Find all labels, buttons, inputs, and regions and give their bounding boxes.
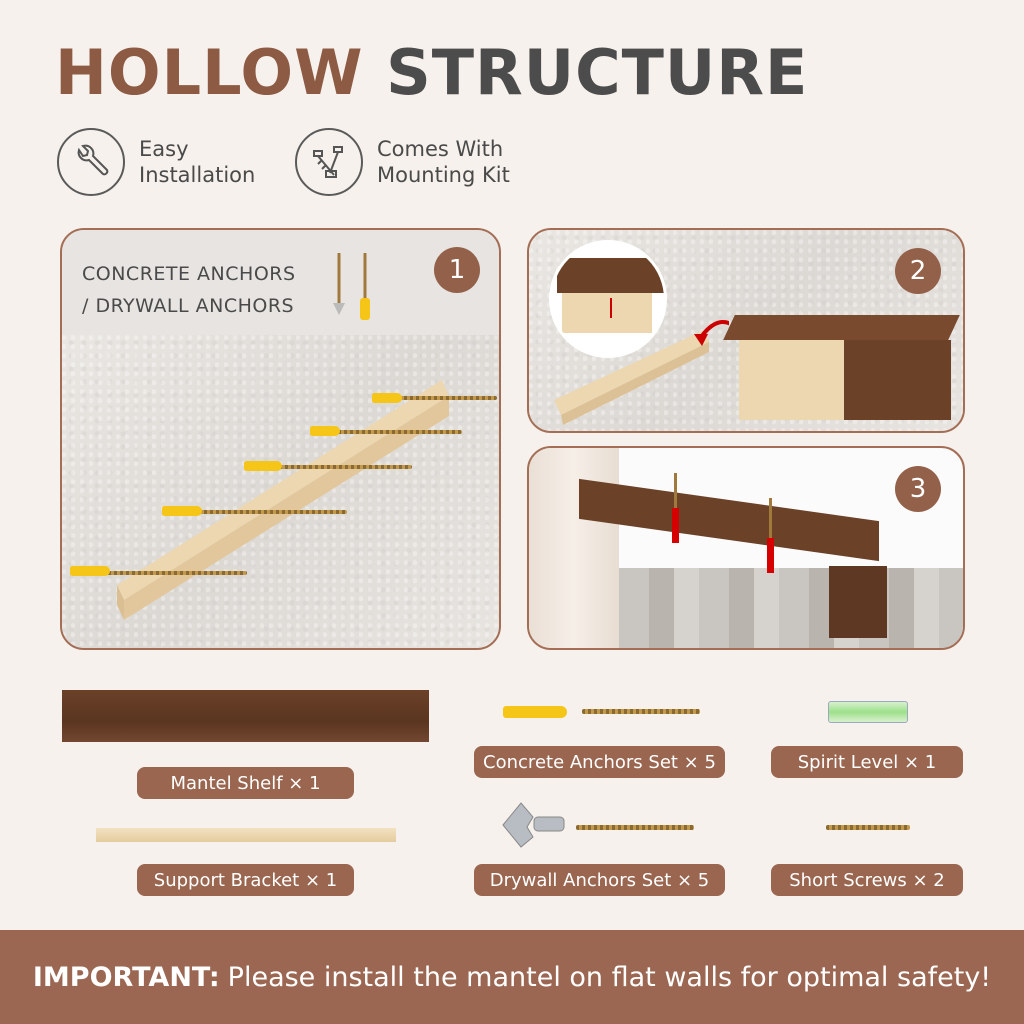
mantel-shelf-installed xyxy=(579,478,879,562)
part-label-support-bracket: Support Bracket × 1 xyxy=(137,864,354,896)
screw xyxy=(769,498,772,568)
mantel-end xyxy=(829,566,887,638)
support-bracket-image xyxy=(96,828,396,842)
screw-image xyxy=(576,825,694,830)
arrow xyxy=(767,538,774,573)
step2-number: 2 xyxy=(895,248,941,294)
anchor xyxy=(372,393,402,403)
title-word-hollow: HOLLOW xyxy=(55,36,364,109)
support-bracket-illustration xyxy=(117,380,449,620)
drywall-anchor-image xyxy=(502,802,565,848)
mantel-shelf-image xyxy=(62,690,429,742)
stone-wall xyxy=(619,568,963,648)
screw xyxy=(102,571,247,575)
mantel-hollow xyxy=(739,340,844,420)
anchor xyxy=(70,566,110,576)
feature-label: Comes With Mounting Kit xyxy=(377,137,510,187)
step3-panel: 3 xyxy=(527,446,965,650)
concrete-anchor-image xyxy=(503,706,567,718)
step1-label: CONCRETE ANCHORS / DRYWALL ANCHORS xyxy=(82,263,296,317)
part-label-mantel-shelf: Mantel Shelf × 1 xyxy=(137,767,354,799)
screw-image xyxy=(582,709,700,714)
anchor xyxy=(310,426,340,436)
bracket-illustration xyxy=(554,320,729,425)
screws-icon xyxy=(295,128,363,196)
wrench-icon xyxy=(57,128,125,196)
step1-number: 1 xyxy=(434,247,480,293)
anchor xyxy=(244,461,282,471)
part-label-drywall-anchors: Drywall Anchors Set × 5 xyxy=(474,864,725,896)
mantel-top xyxy=(723,315,960,340)
feature-label: Easy Installation xyxy=(139,137,256,187)
spirit-level-image xyxy=(828,701,908,723)
short-screw-image xyxy=(826,825,910,830)
curtain xyxy=(529,448,619,648)
screw xyxy=(392,396,497,400)
feature-easy-installation: Easy Installation xyxy=(57,128,255,196)
screw xyxy=(192,510,347,514)
arrow xyxy=(672,508,679,543)
step3-number: 3 xyxy=(895,466,941,512)
step2-panel: 2 xyxy=(527,228,965,433)
important-banner: IMPORTANT: Please install the mantel on … xyxy=(0,930,1024,1024)
anchor xyxy=(162,506,202,516)
part-label-short-screws: Short Screws × 2 xyxy=(771,864,963,896)
banner-strong: IMPORTANT: xyxy=(32,961,220,993)
part-label-spirit-level: Spirit Level × 1 xyxy=(771,746,963,778)
banner-text: Please install the mantel on flat walls … xyxy=(227,961,992,993)
title-word-structure: STRUCTURE xyxy=(386,36,809,109)
detail-zoom-circle xyxy=(549,240,667,358)
page-title: HOLLOW STRUCTURE xyxy=(55,36,808,109)
step1-panel: CONCRETE ANCHORS / DRYWALL ANCHORS 1 xyxy=(60,228,501,650)
mantel-end xyxy=(844,340,951,420)
anchor-icon xyxy=(333,253,370,320)
feature-mounting-kit: Comes With Mounting Kit xyxy=(295,128,510,196)
screw xyxy=(267,465,412,469)
screw xyxy=(332,430,462,434)
part-label-concrete-anchors: Concrete Anchors Set × 5 xyxy=(474,746,725,778)
